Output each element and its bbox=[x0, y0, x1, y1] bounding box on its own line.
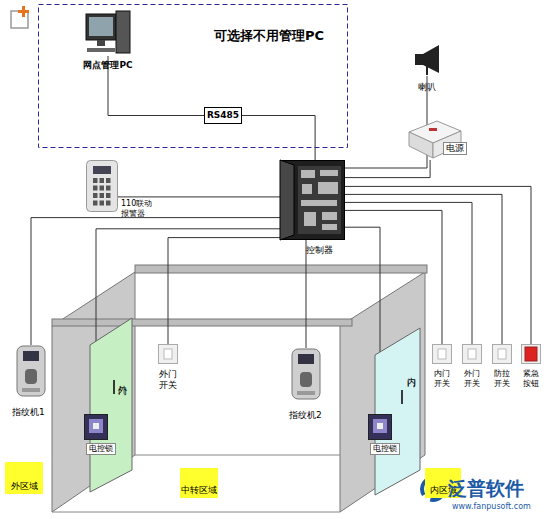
node-label: 指纹机2 bbox=[289, 410, 322, 421]
wire-connector bbox=[345, 210, 442, 344]
fingerprint-reader: 指纹机1 bbox=[16, 345, 46, 397]
node-label: 中转区域 bbox=[180, 485, 218, 496]
node-label: 指纹机1 bbox=[12, 407, 45, 418]
node-label: 内门 开关 bbox=[430, 369, 454, 388]
emergency-button: 紧急 按钮 bbox=[521, 344, 541, 364]
node-label: 外门 开关 bbox=[156, 369, 180, 391]
wire-connector bbox=[345, 160, 430, 178]
alarm-keypad-shape bbox=[86, 160, 118, 212]
fingerprint-reader-shape bbox=[291, 348, 321, 400]
node-label: 110联动 报警器 bbox=[121, 199, 157, 218]
controller-box: 控制器 bbox=[280, 160, 345, 240]
door-switch: 内门 开关 bbox=[432, 344, 452, 364]
door-panel: 外门 bbox=[90, 318, 132, 492]
emergency-button-shape bbox=[521, 344, 541, 364]
wire-connector bbox=[345, 202, 472, 344]
door-switch-shape bbox=[462, 344, 482, 364]
wire-connector bbox=[306, 240, 307, 348]
watermark-url: www.fanpusoft.com bbox=[452, 502, 531, 511]
controller-box-shape bbox=[280, 160, 345, 240]
pc-station: 网点管理PC bbox=[85, 10, 131, 56]
wire-connector bbox=[345, 194, 502, 344]
wall-drawing bbox=[52, 265, 427, 512]
node-label: 可选择不用管理PC bbox=[214, 28, 348, 44]
door-switch: 外门 开关 bbox=[462, 344, 482, 364]
corner-icon bbox=[11, 6, 29, 28]
wire-connector bbox=[345, 186, 531, 344]
electric-lock: 电控锁 bbox=[368, 414, 392, 440]
door-switch-shape bbox=[492, 344, 512, 364]
door-switch-shape bbox=[432, 344, 452, 364]
fingerprint-reader-shape bbox=[16, 345, 46, 397]
wire-connector bbox=[31, 218, 280, 345]
bus-box: RS485 bbox=[204, 107, 242, 124]
pc-station-shape bbox=[85, 10, 131, 56]
node-label: 防拉 开关 bbox=[490, 369, 514, 388]
node-label: 外门 开关 bbox=[460, 369, 484, 388]
wire-connector bbox=[168, 238, 280, 344]
node-label: 电源 bbox=[443, 142, 467, 155]
node-label: 电控锁 bbox=[86, 443, 116, 455]
speaker-device-shape bbox=[412, 44, 442, 76]
alarm-keypad: 110联动 报警器 bbox=[86, 160, 118, 212]
door-panel: 内门 bbox=[375, 328, 420, 495]
wire-connector bbox=[345, 76, 427, 168]
fingerprint-reader: 指纹机2 bbox=[291, 348, 321, 400]
door-switch: 防拉 开关 bbox=[492, 344, 512, 364]
door-switch: 外门 开关 bbox=[158, 344, 178, 364]
door-switch-shape bbox=[158, 344, 178, 364]
optional-group: 可选择不用管理PC 网点管理PC RS485 bbox=[38, 4, 348, 148]
watermark-text: 泛普软件 bbox=[448, 476, 524, 502]
zone-tag: 外区域 bbox=[5, 462, 43, 494]
wire-connector bbox=[242, 116, 315, 161]
optional-group-shape bbox=[38, 4, 348, 148]
node-label: 紧急 按钮 bbox=[519, 369, 543, 388]
power-box: 电源 bbox=[407, 118, 462, 160]
electric-lock: 电控锁 bbox=[84, 414, 108, 440]
electric-lock-shape bbox=[84, 414, 108, 440]
electric-lock-shape bbox=[368, 414, 392, 440]
node-label: RS485 bbox=[204, 107, 242, 124]
zone-tag: 中转区域 bbox=[180, 468, 218, 498]
door-panel-shape bbox=[90, 318, 132, 492]
node-label: 控制器 bbox=[306, 245, 333, 256]
node-label: 外区域 bbox=[5, 481, 43, 492]
wire-connector bbox=[118, 196, 280, 197]
node-label: 电控锁 bbox=[370, 443, 400, 455]
node-label: 网点管理PC bbox=[73, 60, 143, 71]
node-label: 喇叭 bbox=[406, 82, 448, 93]
door-panel-shape bbox=[375, 328, 420, 495]
speaker-device: 喇叭 bbox=[412, 44, 442, 76]
